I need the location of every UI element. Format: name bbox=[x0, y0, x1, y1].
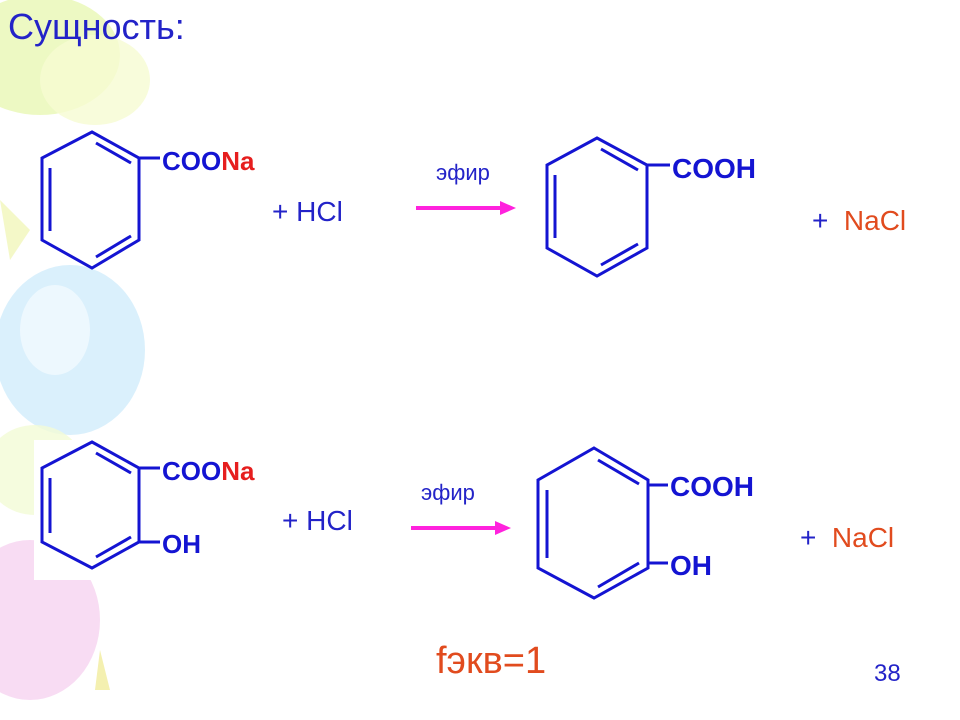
carboxylate-group-label: COONa bbox=[162, 456, 255, 486]
carboxyl-group-label: COOH bbox=[672, 153, 756, 184]
hydroxyl-group-label: OH bbox=[670, 550, 712, 581]
carboxylate-group-label: COONa bbox=[162, 146, 255, 176]
slide-title: Сущность: bbox=[8, 6, 185, 47]
hydroxyl-group-label: OH bbox=[162, 529, 201, 559]
byproduct-nacl: + NaCl bbox=[812, 205, 907, 236]
page-number: 38 bbox=[874, 660, 901, 687]
arrow-label-ether: эфир bbox=[436, 160, 490, 185]
equivalence-factor: fэкв=1 bbox=[436, 640, 547, 682]
reagent-hcl: + HCl bbox=[282, 505, 353, 536]
reaction-arrow bbox=[416, 201, 516, 215]
byproduct-nacl: + NaCl bbox=[800, 522, 895, 553]
arrow-label-ether: эфир bbox=[421, 480, 475, 505]
reaction-arrow bbox=[411, 521, 511, 535]
carboxyl-group-label: COOH bbox=[670, 471, 754, 502]
reagent-hcl: + HCl bbox=[272, 196, 343, 227]
